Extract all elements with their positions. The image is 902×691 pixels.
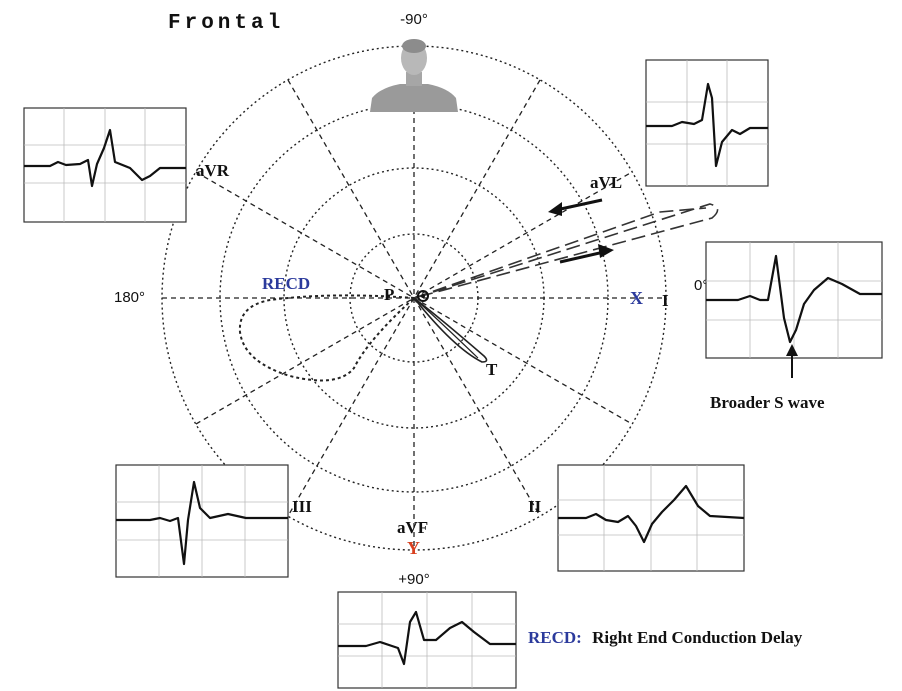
p-label: P bbox=[384, 285, 394, 304]
diagram-title: Frontal bbox=[168, 12, 284, 35]
lead-iii-label: III bbox=[292, 497, 312, 516]
lead-ii-label: II bbox=[528, 497, 542, 516]
axis-x-label: X bbox=[630, 288, 643, 308]
angle-top-label: -90° bbox=[400, 11, 428, 28]
broader-s-wave-label: Broader S wave bbox=[710, 393, 825, 412]
angle-right-label: 0° bbox=[694, 277, 708, 294]
ecg-avl bbox=[645, 59, 769, 187]
human-figure bbox=[370, 39, 458, 112]
recd-legend-text: Right End Conduction Delay bbox=[592, 628, 803, 647]
ecg-lead-iii bbox=[115, 464, 289, 578]
recd-legend-abbr: RECD: bbox=[528, 628, 582, 647]
qrs-loop bbox=[238, 294, 415, 382]
t-label: T bbox=[486, 360, 498, 379]
lead-avr-label: aVR bbox=[196, 161, 230, 180]
ecg-lead-i bbox=[705, 241, 883, 359]
loop-origin bbox=[417, 290, 429, 302]
lead-avl-label: aVL bbox=[590, 173, 622, 192]
ecg-avf bbox=[337, 591, 517, 689]
recd-legend: RECD: Right End Conduction Delay bbox=[528, 628, 803, 647]
direction-arrows bbox=[548, 198, 614, 264]
t-loop bbox=[413, 297, 488, 363]
ecg-avr bbox=[23, 107, 187, 223]
lead-i-label: I bbox=[662, 291, 669, 310]
lead-avf-label: aVF bbox=[397, 518, 428, 537]
angle-bottom-label: +90° bbox=[398, 571, 429, 588]
broader-s-wave-arrow bbox=[786, 344, 798, 378]
p-loop bbox=[413, 203, 719, 299]
angle-left-label: 180° bbox=[114, 289, 145, 306]
recd-label: RECD bbox=[262, 274, 310, 293]
axis-y-label: Y bbox=[407, 538, 420, 558]
ecg-lead-ii bbox=[557, 464, 745, 572]
